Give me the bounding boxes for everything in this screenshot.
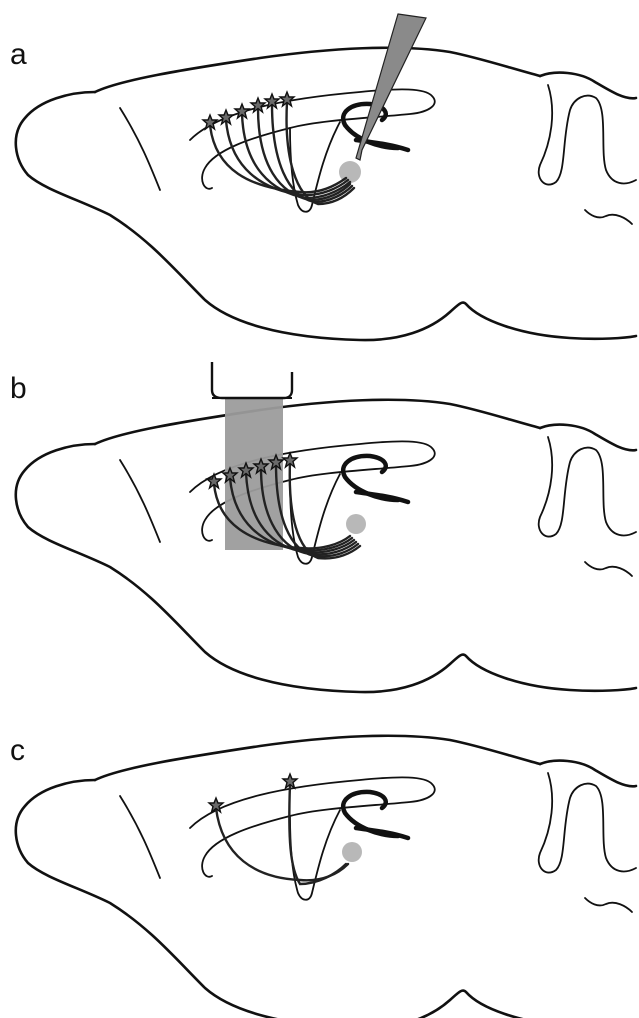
neurons-c <box>209 774 297 812</box>
panel-label-c: c <box>10 734 25 767</box>
panel-a: a <box>10 14 636 340</box>
injection-site-b <box>346 514 366 534</box>
axon-bundle-a <box>210 102 354 204</box>
injection-site-c <box>342 842 362 862</box>
light-source <box>212 362 292 398</box>
panel-b: b <box>10 362 636 692</box>
panel-c: c <box>10 734 636 1018</box>
panel-label-b: b <box>10 372 27 405</box>
panel-label-a: a <box>10 38 27 71</box>
pipette <box>356 14 426 160</box>
